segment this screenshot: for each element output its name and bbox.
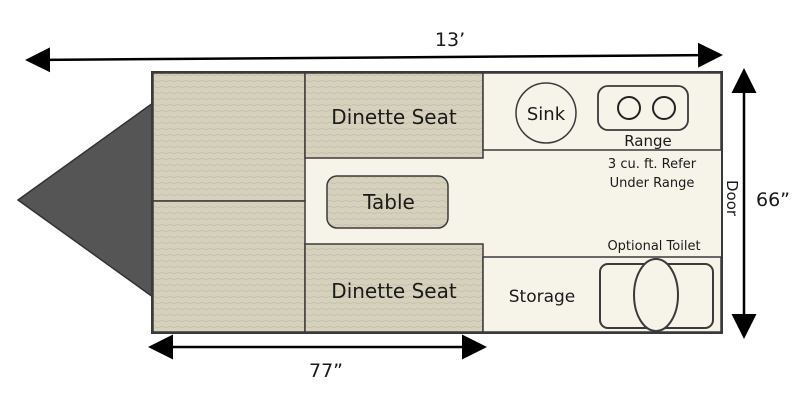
interior-dimension-label: 77” xyxy=(309,360,343,382)
range-label: Range xyxy=(624,132,672,150)
storage-label: Storage xyxy=(509,287,576,307)
dinette-seat-top xyxy=(304,72,484,159)
hitch-tongue xyxy=(16,101,154,299)
optional-toilet-label: Optional Toilet xyxy=(607,239,700,254)
table-label: Table xyxy=(362,190,415,214)
length-dimension-arrow xyxy=(25,42,723,73)
width-dimension-label: 66” xyxy=(756,189,790,211)
table xyxy=(326,175,449,229)
refer-note-line1: 3 cu. ft. Refer xyxy=(608,157,697,172)
refer-note-line2: Under Range xyxy=(610,176,695,191)
length-dimension-label: 13’ xyxy=(435,29,465,51)
front-panel-top xyxy=(152,72,306,202)
front-panel-bottom xyxy=(152,200,306,333)
door-label: Door xyxy=(723,180,741,217)
sink-label: Sink xyxy=(527,104,566,125)
range-burner-left xyxy=(617,96,641,120)
dinette-seat-bottom xyxy=(304,243,484,333)
sink xyxy=(515,82,577,144)
range-burner-right xyxy=(652,96,676,120)
dinette-seat-bottom-label: Dinette Seat xyxy=(331,279,457,303)
toilet-bowl xyxy=(633,258,679,332)
dinette-seat-top-label: Dinette Seat xyxy=(331,105,457,129)
